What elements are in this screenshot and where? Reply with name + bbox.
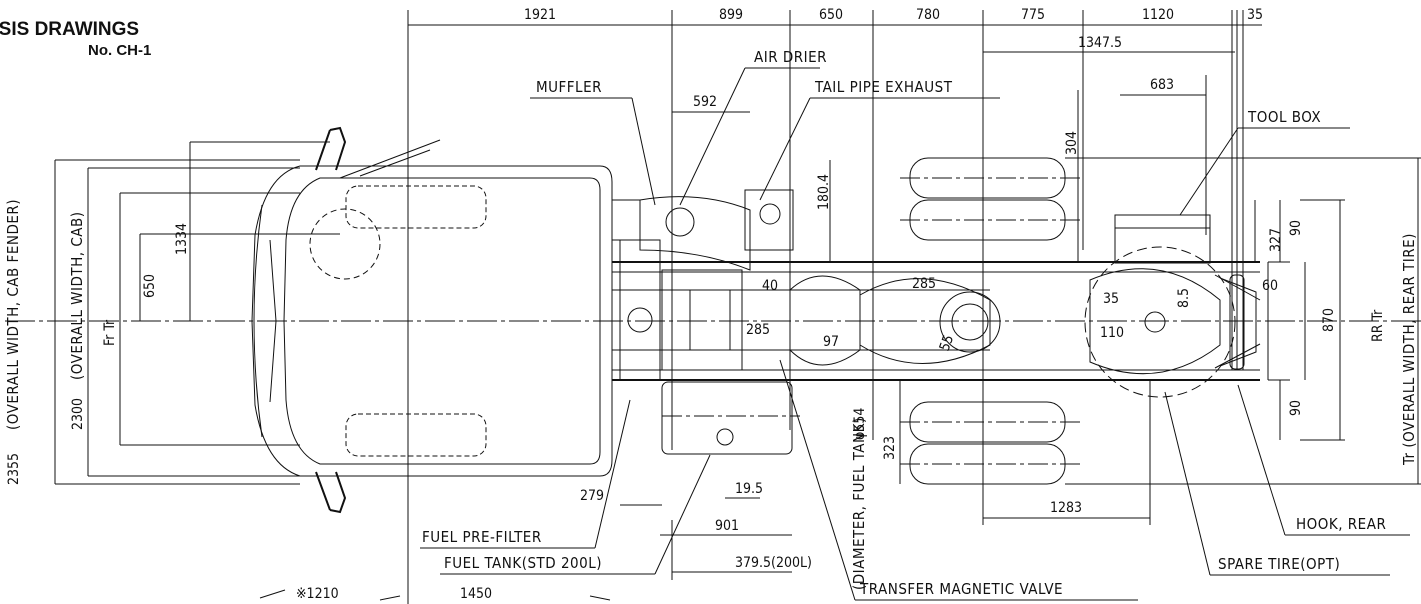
dim-901: 901 — [715, 518, 739, 534]
engine-components — [611, 189, 794, 381]
dim-780: 780 — [916, 7, 940, 23]
label-air-drier: AIR DRIER — [754, 48, 827, 66]
label-hook-rear: HOOK, REAR — [1296, 515, 1386, 533]
dim-554: φ554 — [852, 408, 868, 440]
dim-35: 35 — [1247, 7, 1263, 23]
rear-tires — [900, 157, 1080, 485]
dim-279: 279 — [580, 488, 604, 504]
dim-90-bottom: 90 — [1288, 400, 1304, 416]
cab-outline — [251, 126, 613, 514]
label-fuel-tank: FUEL TANK(STD 200L) — [444, 554, 602, 572]
label-tail-pipe: TAIL PIPE EXHAUST — [814, 78, 953, 96]
dim-285-b: 285 — [746, 322, 770, 338]
dim-775: 775 — [1021, 7, 1045, 23]
label-fuel-prefilter: FUEL PRE-FILTER — [422, 528, 542, 546]
dim-110: 110 — [1100, 325, 1124, 341]
leader-labels: AIR DRIER MUFFLER TAIL PIPE EXHAUST TOOL… — [420, 48, 1410, 601]
drawing-title: SSIS DRAWINGS — [0, 19, 140, 40]
dim-19-5: 19.5 — [735, 481, 763, 497]
top-dimension-chain: 1921 899 650 780 775 1120 35 1347.5 683 — [407, 7, 1263, 604]
dim-1347-5: 1347.5 — [1078, 35, 1122, 51]
dim-870: 870 — [1321, 308, 1337, 332]
dim-379-5: 379.5(200L) — [735, 555, 812, 571]
label-tr-rear: Tr (OVERALL WIDTH, REAR TIRE) — [1400, 233, 1418, 466]
dim-180-4: 180.4 — [816, 174, 832, 210]
dim-683: 683 — [1150, 77, 1174, 93]
dim-650-cab: 650 — [142, 274, 158, 298]
dim-323: 323 — [882, 436, 898, 460]
label-fuel-diameter: (DIAMETER, FUEL TANK) — [850, 417, 868, 590]
dim-650: 650 — [819, 7, 843, 23]
dim-1921: 1921 — [524, 7, 556, 23]
dim-304: 304 — [1064, 131, 1080, 155]
label-tool-box: TOOL BOX — [1247, 108, 1321, 126]
dim-2355: 2355 — [6, 453, 22, 485]
label-fr-tr: Fr Tr — [102, 319, 118, 346]
drawing-number: No. CH-1 — [88, 41, 152, 59]
fuel-tank — [661, 381, 800, 455]
spare-tire-outline — [1084, 246, 1236, 398]
interior-dims: 592 304 180.4 40 285 285 35 8.5 110 97 5… — [259, 90, 1192, 602]
drawing-header: SSIS DRAWINGS No. CH-1 — [0, 18, 151, 61]
label-spare-tire: SPARE TIRE(OPT) — [1218, 555, 1340, 573]
tool-box — [1114, 214, 1211, 264]
dim-592: 592 — [693, 94, 717, 110]
label-transfer-valve: TRANSFER MAGNETIC VALVE — [859, 580, 1063, 598]
dim-285-a: 285 — [912, 276, 936, 292]
label-overall-cab-fender: (OVERALL WIDTH, CAB FENDER) — [4, 199, 22, 430]
dim-327: 327 — [1268, 228, 1284, 252]
dim-1283: 1283 — [1050, 500, 1082, 516]
right-width-dims: 90 90 327 60 870 RR Tr Tr (OVERALL WIDTH… — [1065, 157, 1421, 485]
label-muffler: MUFFLER — [536, 78, 602, 96]
dim-2300: 2300 — [70, 398, 86, 430]
dim-8-5: 8.5 — [1176, 288, 1192, 308]
dim-1450: 1450 — [460, 586, 492, 602]
left-width-dims: 1334 650 Fr Tr 2300 (OVERALL WIDTH, CAB)… — [4, 141, 340, 485]
dim-1334: 1334 — [174, 223, 190, 255]
dim-1120: 1120 — [1142, 7, 1174, 23]
label-overall-cab: (OVERALL WIDTH, CAB) — [68, 211, 86, 380]
dim-899: 899 — [719, 7, 743, 23]
dim-35-inner: 35 — [1103, 291, 1119, 307]
dim-40: 40 — [762, 278, 778, 294]
dim-60: 60 — [1262, 278, 1278, 294]
dim-55: 55 — [937, 333, 958, 354]
dim-97: 97 — [823, 334, 839, 350]
dim-1210: ※1210 — [296, 586, 339, 602]
label-rr-tr: RR Tr — [1370, 309, 1386, 342]
frame-rails — [612, 261, 1261, 381]
dim-90-top: 90 — [1288, 220, 1304, 236]
